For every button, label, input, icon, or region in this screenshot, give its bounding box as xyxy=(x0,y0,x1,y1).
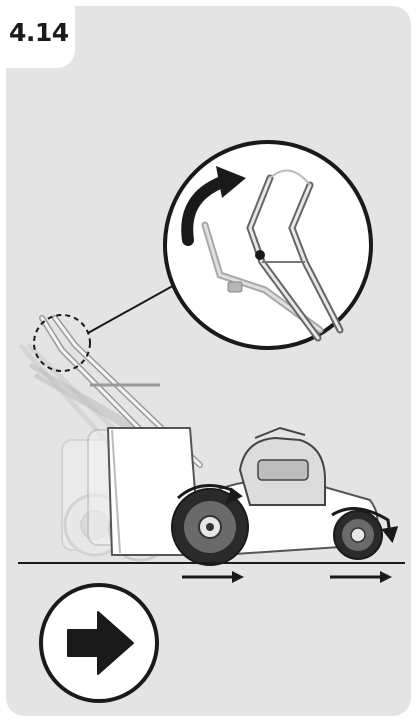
move-forward-arrow-icon xyxy=(41,585,157,701)
callout-line xyxy=(88,283,178,333)
movement-arrows xyxy=(182,571,392,583)
handle-fold-detail-icon xyxy=(165,142,371,348)
lawn-mower-icon xyxy=(108,428,382,565)
